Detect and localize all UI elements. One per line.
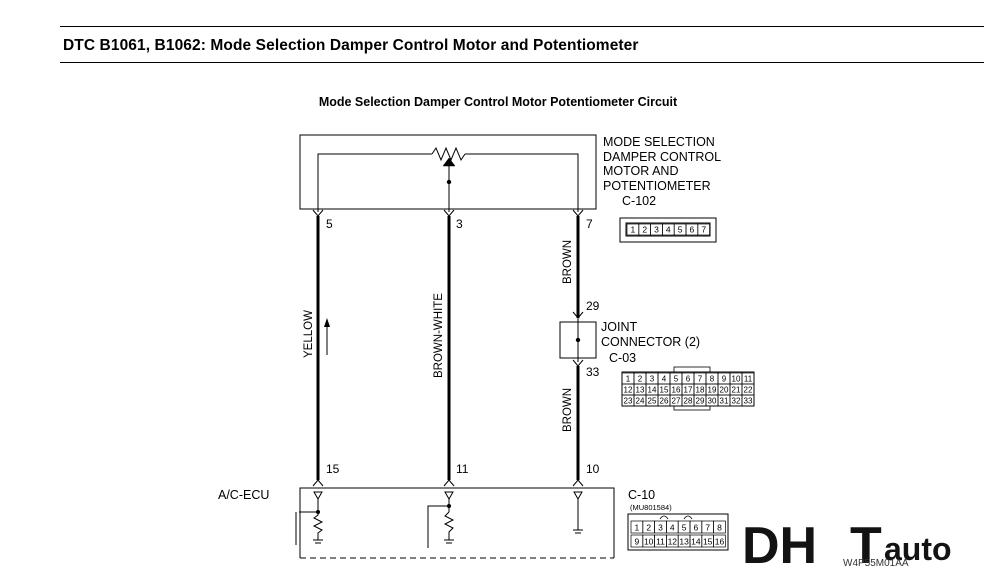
- figure-code: W4P55M01AA: [843, 558, 909, 569]
- c03-pin-23: 23: [624, 397, 633, 406]
- c03-pin-29: 29: [696, 397, 705, 406]
- c03-pin-19: 19: [708, 386, 717, 395]
- c03-pin-7: 7: [698, 375, 703, 384]
- c03-pin-16: 16: [672, 386, 681, 395]
- c03-pin-4: 4: [662, 375, 667, 384]
- c03-pin-13: 13: [636, 386, 645, 395]
- c102-cell: [697, 223, 710, 236]
- c03-pin-26: 26: [660, 397, 669, 406]
- c03-pin-32: 32: [732, 397, 741, 406]
- potentiometer-resistor: [431, 146, 466, 162]
- c10-pin-15: 15: [703, 537, 713, 547]
- joint-pin-29: 29: [586, 299, 600, 313]
- c03-pin-22: 22: [744, 386, 753, 395]
- c10-pin-9: 9: [635, 537, 640, 547]
- c102-pin-5: 5: [678, 225, 683, 235]
- joint-label-1: JOINT: [601, 320, 637, 334]
- top-rule: [60, 26, 984, 27]
- wire-label-yellow: YELLOW: [303, 310, 315, 358]
- wire-label-brown-white: BROWN-WHITE: [433, 293, 445, 378]
- c03-pin-31: 31: [720, 397, 729, 406]
- c03-cell: [741, 394, 755, 407]
- motor-connector-id: C-102: [622, 194, 656, 208]
- ecu-pin-15: 15: [326, 462, 340, 476]
- ecu-box: [299, 487, 615, 558]
- c03-pin-30: 30: [708, 397, 717, 406]
- c102-pin-7: 7: [701, 225, 706, 235]
- ecu-connector-id: C-10: [628, 488, 655, 502]
- c03-pin-14: 14: [648, 386, 657, 395]
- joint-pin-33: 33: [586, 365, 600, 379]
- wire-label-brown-lower: BROWN: [562, 388, 574, 432]
- page-title: DTC B1061, B1062: Mode Selection Damper …: [63, 37, 639, 54]
- c102-pin-2: 2: [642, 225, 647, 235]
- motor-pin-3: 3: [456, 217, 463, 231]
- joint-connector-id: C-03: [609, 351, 636, 365]
- motor-pin-5: 5: [326, 217, 333, 231]
- c03-pin-17: 17: [684, 386, 693, 395]
- title-rule: [60, 62, 984, 63]
- c03-pin-28: 28: [684, 397, 693, 406]
- c03-pin-12: 12: [624, 386, 633, 395]
- c03-pin-10: 10: [732, 375, 741, 384]
- ecu-pin-11: 11: [456, 462, 469, 476]
- dhtauto-watermark-logo: DH T auto: [742, 517, 952, 573]
- c10-pin-3: 3: [658, 523, 663, 533]
- c03-pin-15: 15: [660, 386, 669, 395]
- c102-pin-1: 1: [631, 225, 636, 235]
- c102-pin-6: 6: [690, 225, 695, 235]
- ecu-pin-10: 10: [586, 462, 600, 476]
- svg-text:auto: auto: [884, 531, 952, 567]
- c10-pin-13: 13: [679, 537, 689, 547]
- c03-pin-33: 33: [744, 397, 753, 406]
- c03-pin-6: 6: [686, 375, 691, 384]
- motor-label-1: MODE SELECTION: [603, 135, 715, 149]
- c10-pin-12: 12: [668, 537, 678, 547]
- c10-pin-6: 6: [694, 523, 699, 533]
- c10-pin-16: 16: [715, 537, 725, 547]
- c10-cell: [713, 520, 726, 534]
- motor-label-4: POTENTIOMETER: [603, 179, 711, 193]
- c03-pin-3: 3: [650, 375, 655, 384]
- ecu-label: A/C-ECU: [218, 488, 269, 502]
- c03-pin-8: 8: [710, 375, 715, 384]
- c03-pin-20: 20: [720, 386, 729, 395]
- c03-pin-11: 11: [744, 375, 753, 384]
- c10-pin-5: 5: [682, 523, 687, 533]
- c03-pin-27: 27: [672, 397, 681, 406]
- c10-pin-10: 10: [644, 537, 654, 547]
- c03-pin-24: 24: [636, 397, 645, 406]
- c10-pin-1: 1: [635, 523, 640, 533]
- c03-pin-5: 5: [674, 375, 679, 384]
- svg-text:T: T: [850, 517, 882, 573]
- c03-pin-9: 9: [722, 375, 727, 384]
- c102-pin-3: 3: [654, 225, 659, 235]
- motor-box: [299, 134, 597, 210]
- ecu-part-number: (MU801584): [630, 503, 672, 512]
- c10-pin-4: 4: [670, 523, 675, 533]
- joint-label-2: CONNECTOR (2): [601, 335, 700, 349]
- c03-pin-1: 1: [626, 375, 631, 384]
- motor-label-3: MOTOR AND: [603, 164, 678, 178]
- c03-pin-25: 25: [648, 397, 657, 406]
- c03-pin-18: 18: [696, 386, 705, 395]
- motor-pin-7: 7: [586, 217, 593, 231]
- c10-cell: [713, 534, 726, 548]
- c102-pin-4: 4: [666, 225, 671, 235]
- c10-pin-7: 7: [705, 523, 710, 533]
- c10-pin-2: 2: [646, 523, 651, 533]
- circuit-title: Mode Selection Damper Control Motor Pote…: [318, 95, 678, 109]
- c10-pin-14: 14: [691, 537, 701, 547]
- motor-label-2: DAMPER CONTROL: [603, 150, 721, 164]
- wire-label-brown-upper: BROWN: [562, 240, 574, 284]
- c03-pin-2: 2: [638, 375, 643, 384]
- c03-pin-21: 21: [732, 386, 741, 395]
- c10-pin-11: 11: [656, 537, 665, 547]
- c10-pin-8: 8: [717, 523, 722, 533]
- svg-text:DH: DH: [742, 517, 817, 573]
